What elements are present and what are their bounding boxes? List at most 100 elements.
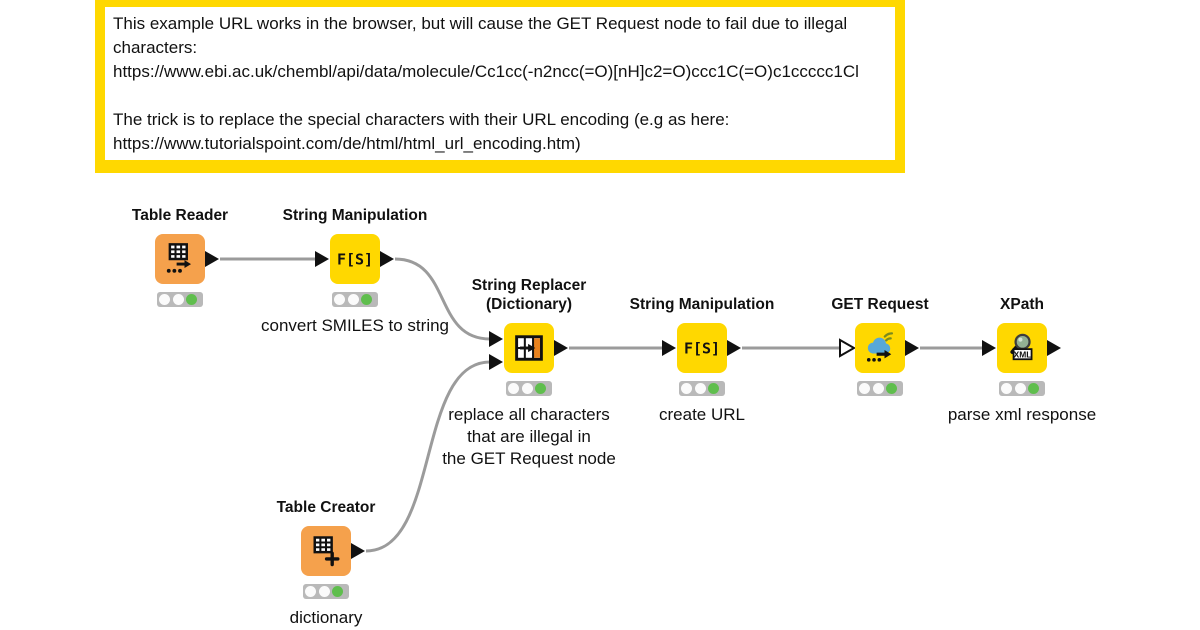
node-title-line: String Replacer — [471, 277, 587, 294]
node-xpath: XPath XML parse xml response — [948, 296, 1096, 424]
node-comment: convert SMILES to string — [261, 315, 449, 337]
status-light-red — [159, 294, 170, 305]
node-title: Table Reader — [132, 206, 228, 225]
node-title-line: Table Reader — [131, 207, 229, 224]
table-reader-icon — [166, 243, 192, 273]
node-status-traffic-light — [157, 292, 203, 307]
node-table-reader: Table Reader — [132, 207, 228, 307]
node-comment: dictionary — [290, 607, 363, 629]
node-body[interactable] — [504, 323, 554, 373]
connection-table-creator-to-string-replacer[interactable] — [365, 360, 491, 553]
node-comment-line: convert SMILES to string — [260, 316, 450, 335]
xpath-icon: XML — [1010, 333, 1033, 361]
status-light-red — [305, 586, 316, 597]
node-body[interactable]: XML — [997, 323, 1047, 373]
node-status-traffic-light — [303, 584, 349, 599]
input-port-string-replacer-1[interactable] — [489, 354, 503, 370]
node-comment: parse xml response — [948, 404, 1096, 426]
node-body[interactable] — [301, 526, 351, 576]
status-light-red — [681, 383, 692, 394]
node-comment-line: the GET Request node — [442, 449, 616, 468]
input-port-string-manipulation-2-0[interactable] — [662, 340, 676, 356]
node-status-traffic-light — [999, 381, 1045, 396]
input-port-string-replacer-0[interactable] — [489, 331, 503, 347]
status-light-green — [708, 383, 719, 394]
node-body[interactable]: F[S] — [677, 323, 727, 373]
annotation-line-3: https://www.ebi.ac.uk/chembl/api/data/mo… — [113, 62, 859, 81]
string-manipulation-icon: F[S] — [337, 251, 373, 269]
status-light-yellow — [1014, 383, 1026, 394]
node-title: XPath — [1000, 295, 1044, 314]
node-title-line: XPath — [1000, 296, 1044, 313]
status-light-yellow — [347, 294, 359, 305]
output-port-string-replacer[interactable] — [554, 340, 568, 356]
output-port-table-reader[interactable] — [205, 251, 219, 267]
output-port-table-creator[interactable] — [351, 543, 365, 559]
node-title-line: Table Creator — [276, 499, 376, 516]
output-port-get-request[interactable] — [905, 340, 919, 356]
status-light-green — [186, 294, 197, 305]
get-request-icon — [866, 332, 894, 362]
node-status-traffic-light — [679, 381, 725, 396]
node-get-request: GET Request — [831, 296, 929, 396]
svg-text:F[S]: F[S] — [337, 251, 373, 269]
string-replacer-icon — [515, 335, 543, 361]
node-comment-line: dictionary — [289, 608, 363, 627]
input-port-get-request-0[interactable] — [839, 338, 857, 358]
annotation-line-5: The trick is to replace the special char… — [113, 110, 730, 129]
status-light-green — [886, 383, 897, 394]
node-title-line: String Manipulation — [629, 296, 775, 313]
node-comment-line: create URL — [659, 405, 745, 424]
node-title-line: (Dictionary) — [485, 296, 573, 313]
node-body[interactable] — [855, 323, 905, 373]
node-status-traffic-light — [857, 381, 903, 396]
node-comment-line: replace all characters — [448, 405, 610, 424]
status-light-green — [535, 383, 546, 394]
status-light-yellow — [318, 586, 330, 597]
node-comment-line: that are illegal in — [467, 427, 591, 446]
connection-string-manipulation-1-to-string-replacer[interactable] — [394, 257, 491, 341]
status-light-green — [332, 586, 343, 597]
status-light-red — [859, 383, 870, 394]
table-creator-icon — [313, 536, 340, 567]
node-title: Table Creator — [277, 498, 376, 517]
svg-text:XML: XML — [1014, 349, 1032, 359]
input-port-xpath-0[interactable] — [982, 340, 996, 356]
annotation-line-6: https://www.tutorialspoint.com/de/html/h… — [113, 134, 581, 153]
node-title-line: String Manipulation — [282, 207, 428, 224]
node-table-creator: Table Creator dictionary — [277, 499, 376, 627]
node-title-line: GET Request — [831, 296, 929, 313]
output-port-string-manipulation-2[interactable] — [727, 340, 741, 356]
status-light-red — [1001, 383, 1012, 394]
node-body[interactable]: F[S] — [330, 234, 380, 284]
output-port-xpath[interactable] — [1047, 340, 1061, 356]
workflow-annotation[interactable]: This example URL works in the browser, b… — [95, 0, 905, 173]
node-title: String Manipulation — [630, 295, 775, 314]
node-body[interactable] — [155, 234, 205, 284]
node-comment: replace all characters that are illegal i… — [442, 404, 616, 470]
node-comment-line: parse xml response — [947, 405, 1097, 424]
output-port-string-manipulation-1[interactable] — [380, 251, 394, 267]
status-light-yellow — [872, 383, 884, 394]
status-light-red — [508, 383, 519, 394]
status-light-yellow — [172, 294, 184, 305]
status-light-green — [1028, 383, 1039, 394]
node-status-traffic-light — [332, 292, 378, 307]
annotation-line-2: characters: — [113, 38, 198, 57]
input-port-string-manipulation-1-0[interactable] — [315, 251, 329, 267]
status-light-yellow — [521, 383, 533, 394]
status-light-red — [334, 294, 345, 305]
node-string-manipulation-1: String Manipulation F[S] convert SMILES … — [261, 207, 449, 335]
status-light-yellow — [694, 383, 706, 394]
annotation-text: This example URL works in the browser, b… — [105, 7, 895, 156]
annotation-line-1: This example URL works in the browser, b… — [113, 14, 848, 33]
node-string-manipulation-2: String Manipulation F[S] create URL — [630, 296, 775, 424]
node-title: GET Request — [831, 295, 928, 314]
node-string-replacer: String Replacer (Dictionary) replace all … — [442, 277, 616, 468]
svg-text:F[S]: F[S] — [684, 340, 720, 358]
node-title: String Manipulation — [283, 206, 428, 225]
node-title: String Replacer (Dictionary) — [472, 276, 587, 314]
string-manipulation-icon: F[S] — [684, 340, 720, 358]
